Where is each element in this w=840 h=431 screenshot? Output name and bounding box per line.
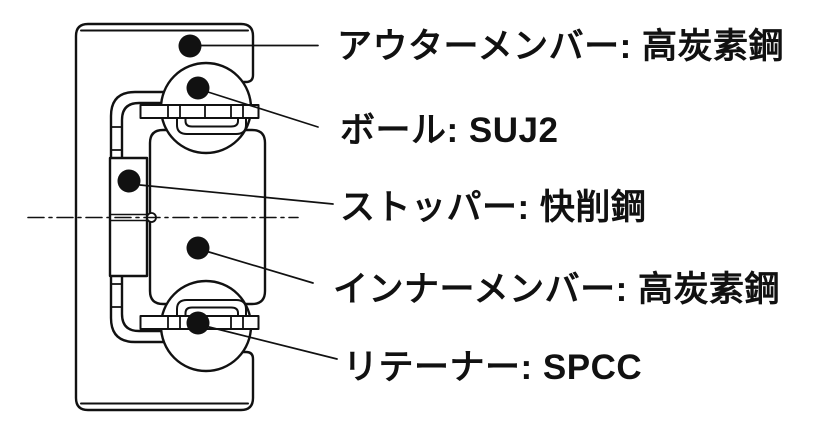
leader-line-retainer: [208, 326, 338, 360]
retainer-cup-bottom-outer: [176, 299, 247, 317]
retainer-cup-bottom-inner: [184, 306, 239, 317]
callout-dot-outer-member: [178, 34, 202, 58]
callout-dot-ball: [186, 76, 210, 100]
leader-line-stopper: [139, 184, 334, 205]
retainer-cup-top-inner: [184, 117, 239, 128]
retainer-band-top-dividers: [167, 104, 244, 119]
leader-line-inner-member: [208, 251, 314, 284]
label-stopper: ストッパー: 快削鋼: [340, 188, 646, 227]
callout-dot-inner-member: [186, 236, 210, 260]
retainer-band-top: [139, 104, 260, 119]
retainer-cup-top-outer: [176, 117, 247, 135]
leader-line-ball: [207, 91, 319, 128]
label-ball: ボール: SUJ2: [340, 111, 558, 150]
callout-dot-retainer: [186, 311, 210, 335]
label-inner-member: インナーメンバー: 高炭素鋼: [333, 270, 780, 309]
callout-dot-stopper: [117, 169, 141, 193]
label-outer-member: アウターメンバー: 高炭素鋼: [337, 27, 784, 66]
label-retainer: リテーナー: SPCC: [343, 348, 642, 387]
